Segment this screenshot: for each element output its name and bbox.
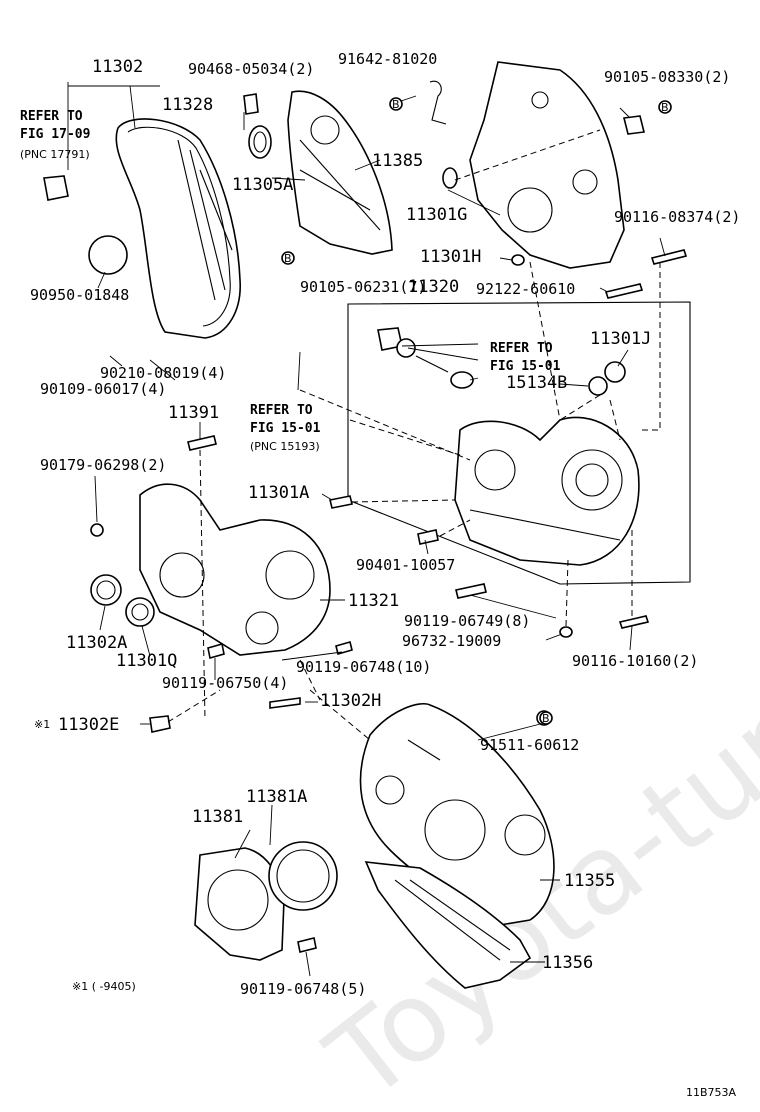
label-11356: 11356 (542, 953, 593, 973)
label-96732: 96732-19009 (402, 632, 501, 650)
label-91642: 91642-81020 (338, 50, 437, 68)
label-11381a: 11381A (246, 787, 307, 807)
label-11321: 11321 (348, 591, 399, 611)
label-90119-06749: 90119-06749(8) (404, 612, 530, 630)
gasket-96732 (559, 626, 573, 638)
end-plate-11355 (359, 703, 555, 926)
label-11305a: 11305A (232, 175, 293, 195)
svg-text:B: B (392, 98, 400, 111)
pin-92122 (604, 283, 644, 299)
bracket-90105-08330 (623, 115, 645, 135)
label-11301j: 11301J (590, 329, 651, 349)
label-11381: 11381 (192, 807, 243, 827)
small-seal-17791 (43, 175, 69, 201)
label-91511: 91511-60612 (480, 736, 579, 754)
label-90116-10160: 90116-10160(2) (572, 652, 698, 670)
label-90401: 90401-10057 (356, 556, 455, 574)
label-90179: 90179-06298(2) (40, 456, 166, 474)
bolt-90119-06748-10 (335, 641, 353, 655)
b-marker-91642: B (389, 97, 403, 111)
label-11391: 11391 (168, 403, 219, 423)
oil-seal-11381a (268, 841, 338, 911)
timing-case-11301g (469, 61, 625, 269)
stud-90116-08374 (650, 249, 688, 265)
b-markers: B B B B (281, 97, 672, 725)
refer-fig17-line2: FIG 17-09 (20, 127, 90, 142)
oil-pump-body-11320 (454, 416, 640, 566)
oring-11301h (511, 254, 525, 266)
oring-11301j (604, 361, 626, 383)
label-90210: 90210-08019(4) (100, 364, 226, 382)
oil-seal-11302a (90, 574, 122, 606)
figure-code: 11B753A (686, 1086, 737, 1099)
note1-marker: ※1 (34, 718, 50, 731)
label-11302a: 11302A (66, 633, 127, 653)
label-90950: 90950-01848 (30, 286, 129, 304)
dashed-alignment-lines (167, 129, 661, 741)
label-11320: 11320 (408, 277, 459, 297)
stud-11302h (269, 697, 301, 709)
gasket-11305a (248, 125, 272, 159)
seal-15134b (588, 376, 608, 396)
label-92122: 92122-60610 (476, 280, 575, 298)
label-11301g: 11301G (406, 205, 467, 225)
footnote: ※1 ( -9405) (72, 980, 136, 993)
b-marker-90105-08330: B (658, 100, 672, 114)
refer-fig15b-line2: FIG 15-01 (250, 421, 321, 436)
b-marker-90105-06231: B (281, 251, 295, 265)
label-11302h: 11302H (320, 691, 381, 711)
hook-91642 (429, 80, 447, 125)
svg-text:B: B (661, 101, 669, 114)
cover-plate-11385 (287, 90, 393, 255)
label-90119-06748-10: 90119-06748(10) (296, 658, 431, 676)
refer-fig17-line3: (PNC 17791) (20, 148, 90, 161)
label-11301h: 11301H (420, 247, 481, 267)
label-90105-06231: 90105-06231(7) (300, 278, 426, 296)
label-11301q: 11301Q (116, 651, 177, 671)
label-90119-06748-5: 90119-06748(5) (240, 980, 366, 998)
refer-fig15a-line1: REFER TO (490, 341, 553, 356)
label-90116-08374: 90116-08374(2) (614, 208, 740, 226)
label-90109: 90109-06017(4) (40, 380, 166, 398)
label-15134b: 15134B (506, 373, 567, 393)
bolt-11391 (187, 435, 217, 451)
label-11302: 11302 (92, 57, 143, 77)
oring-11301q (125, 597, 155, 627)
svg-text:B: B (542, 712, 550, 725)
oring-11301g-small (442, 167, 458, 189)
bolt-90119-06750 (207, 642, 225, 660)
stud-90116-10160 (618, 615, 650, 629)
timing-case-11321 (139, 483, 331, 656)
pump-components (377, 327, 474, 389)
refer-fig17-line1: REFER TO (20, 109, 83, 124)
assembly-box-11320 (347, 301, 691, 585)
grommet-90950 (88, 235, 128, 275)
leader-lines (67, 82, 666, 977)
lower-plate-11356 (364, 861, 532, 989)
label-11302e: 11302E (58, 715, 119, 735)
refer-fig15b-line3: (PNC 15193) (250, 440, 320, 453)
stud-11301a (329, 495, 353, 509)
refer-fig15a-line2: FIG 15-01 (490, 359, 561, 374)
bolt-90179 (90, 523, 104, 537)
label-11355: 11355 (564, 871, 615, 891)
label-90105-08330: 90105-08330(2) (604, 68, 730, 86)
timing-belt-cover-11302 (115, 118, 241, 339)
label-90468: 90468-05034(2) (188, 60, 314, 78)
label-90119-06750: 90119-06750(4) (162, 674, 288, 692)
svg-text:B: B (284, 252, 292, 265)
label-11301a: 11301A (248, 483, 309, 503)
label-11385: 11385 (372, 151, 423, 171)
bolt-90119-06748-5 (297, 937, 317, 953)
bolt-90119-06749 (455, 583, 487, 599)
clip-90468 (243, 93, 259, 115)
labels: 11302 11328 90468-05034(2) 91642-81020 9… (20, 50, 740, 1099)
b-marker-91511: B (539, 711, 553, 725)
plug-11302e (149, 715, 171, 733)
label-11328: 11328 (162, 95, 213, 115)
bolt-90401 (417, 529, 439, 545)
refer-fig15b-line1: REFER TO (250, 403, 313, 418)
